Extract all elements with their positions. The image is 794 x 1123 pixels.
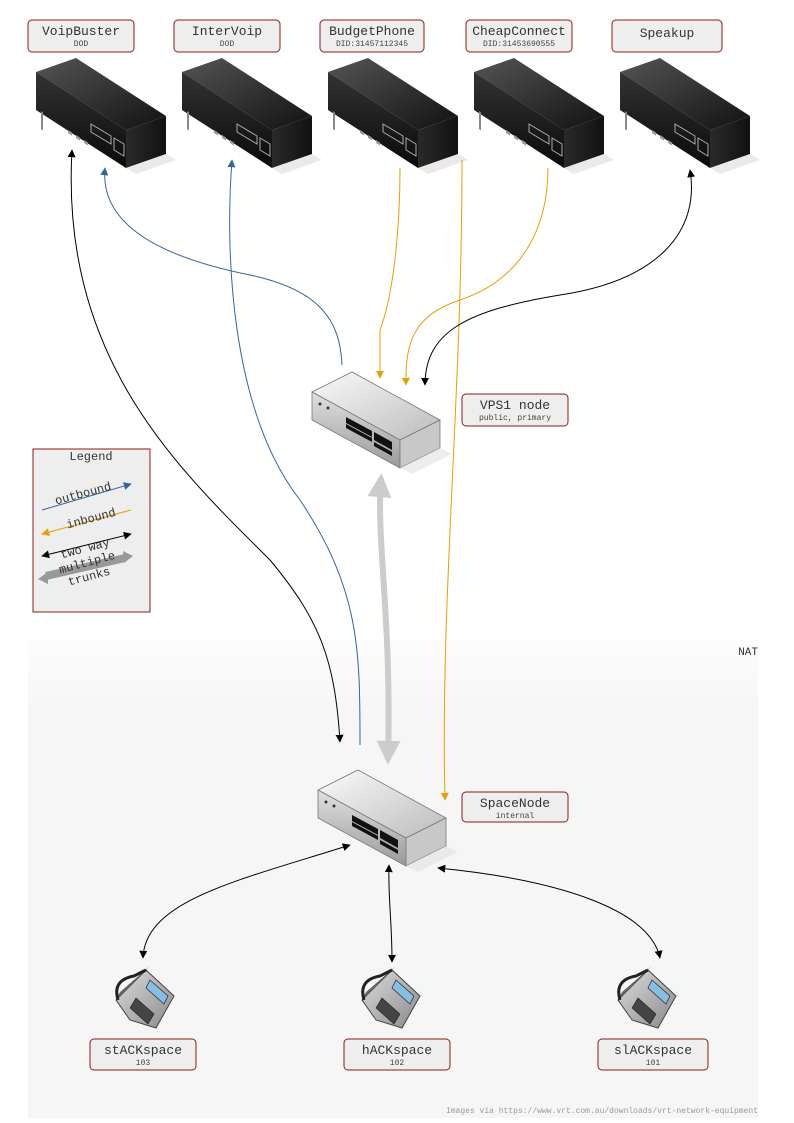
legend-inbound-arrow — [41, 509, 132, 536]
label-spacenode-sub: internal — [496, 812, 535, 821]
label-hackspace-ext: 102 — [390, 1059, 405, 1068]
link-spacenode-intervoip — [227, 159, 361, 746]
label-spacenode-name: SpaceNode — [480, 796, 550, 811]
label-hackspace[interactable]: hACKspace 102 — [343, 1038, 451, 1071]
link-vps1-spacenode-trunks — [367, 473, 401, 765]
label-cheapconnect-name: CheapConnect — [472, 24, 566, 39]
label-stackspace-name: stACKspace — [104, 1043, 182, 1058]
legend-trunks-band — [45, 554, 126, 580]
label-voipbuster[interactable]: VoipBuster DOD — [27, 19, 135, 53]
label-cheapconnect[interactable]: CheapConnect DID:31453690555 — [465, 19, 573, 53]
link-spacenode-slackspace — [437, 864, 663, 959]
label-budgetphone-name: BudgetPhone — [329, 24, 415, 39]
label-intervoip[interactable]: InterVoip DOD — [173, 19, 281, 53]
label-voipbuster-name: VoipBuster — [42, 24, 120, 39]
switch-vps1[interactable] — [311, 371, 453, 475]
server-voipbuster[interactable] — [35, 57, 177, 175]
provider-labels: VoipBuster DOD InterVoip DOD BudgetPhone… — [27, 19, 723, 53]
link-vps1-speakup — [421, 169, 696, 386]
link-budgetphone-vps1 — [376, 167, 401, 379]
server-speakup[interactable] — [619, 57, 761, 175]
label-voipbuster-sub: DOD — [74, 40, 89, 49]
link-vps1-voipbuster — [100, 167, 343, 366]
legend-title: Legend — [69, 450, 112, 464]
legend-two-way-arrow — [41, 531, 132, 559]
link-cheapconnect-vps1 — [401, 167, 549, 386]
label-speakup[interactable]: Speakup — [611, 19, 723, 53]
legend: Legend outbound inbound two way multiple… — [32, 448, 151, 613]
nat-zone-label: NAT — [738, 647, 758, 659]
label-vps1-name: VPS1 node — [480, 398, 550, 413]
label-stackspace[interactable]: stACKspace 103 — [89, 1038, 197, 1071]
label-budgetphone-sub: DID:31457112345 — [336, 40, 408, 49]
label-slackspace-ext: 101 — [646, 1059, 661, 1068]
label-vps1[interactable]: VPS1 node public, primary — [461, 393, 569, 427]
legend-box — [32, 448, 151, 613]
label-budgetphone[interactable]: BudgetPhone DID:31457112345 — [319, 19, 425, 53]
link-spacenode-hackspace — [384, 864, 396, 963]
connections — [67, 149, 696, 963]
label-slackspace-name: slACKspace — [614, 1043, 692, 1058]
label-stackspace-ext: 103 — [136, 1059, 151, 1068]
link-spacenode-voipbuster — [67, 149, 344, 743]
legend-outbound-arrow — [41, 482, 132, 511]
label-vps1-sub: public, primary — [479, 414, 551, 423]
label-hackspace-name: hACKspace — [362, 1043, 432, 1058]
label-cheapconnect-sub: DID:31453690555 — [483, 40, 555, 49]
link-spacenode-stackspace — [139, 843, 351, 959]
label-spacenode[interactable]: SpaceNode internal — [461, 791, 569, 823]
image-credit: Images via https://www.vrt.com.au/downlo… — [446, 1107, 758, 1116]
label-slackspace[interactable]: slACKspace 101 — [597, 1038, 709, 1071]
provider-servers — [35, 57, 761, 175]
server-intervoip[interactable] — [181, 57, 323, 175]
label-intervoip-name: InterVoip — [192, 24, 262, 39]
label-speakup-name: Speakup — [640, 26, 695, 41]
server-cheapconnect[interactable] — [473, 57, 615, 175]
server-budgetphone[interactable] — [327, 57, 469, 175]
label-intervoip-sub: DOD — [220, 40, 235, 49]
